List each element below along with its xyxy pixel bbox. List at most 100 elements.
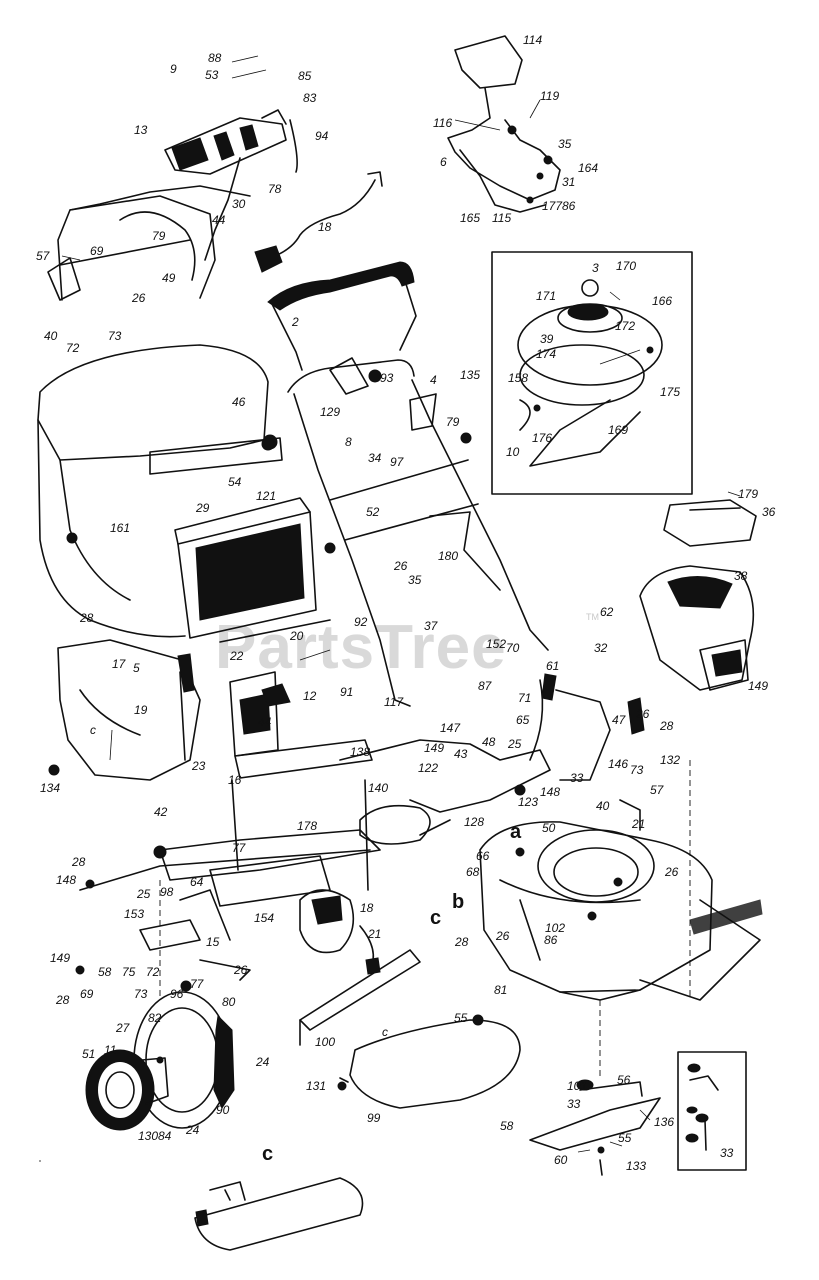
- callout: 179: [738, 487, 758, 501]
- callout: 165: [460, 211, 480, 225]
- callout: 52: [366, 505, 380, 519]
- callout: 180: [438, 549, 458, 563]
- callout: 101: [567, 1079, 587, 1093]
- callout: 73: [108, 329, 122, 343]
- callout: 23: [191, 759, 206, 773]
- callout: 58: [500, 1119, 514, 1133]
- handle-frame: [262, 261, 549, 707]
- callout: 149: [424, 741, 444, 755]
- callout: 147: [440, 721, 461, 735]
- callout: 40: [596, 799, 610, 813]
- callout: 24: [185, 1123, 200, 1137]
- callout: 10: [506, 445, 520, 459]
- callout: 55: [454, 1011, 468, 1025]
- callout: 100: [315, 1035, 335, 1049]
- letter-marker: a: [510, 821, 522, 843]
- watermark-tm: TM: [586, 612, 599, 622]
- callout: 88: [208, 51, 222, 65]
- rear-axle-assembly: [339, 673, 645, 845]
- callout: 72: [146, 965, 160, 979]
- callout: 22: [229, 649, 244, 663]
- blade-adapter-inset: [491, 251, 693, 495]
- callout: 91: [340, 685, 353, 699]
- callout: 135: [460, 368, 480, 382]
- rear-shield: [337, 1014, 521, 1109]
- callout: 83: [303, 91, 317, 105]
- callout: 93: [380, 371, 394, 385]
- callout: 57: [36, 249, 51, 263]
- callout: 119: [540, 89, 559, 103]
- illustration: [37, 35, 763, 1251]
- callout: 44: [258, 715, 272, 729]
- callout: 170: [616, 259, 636, 273]
- front-axle: [75, 829, 381, 1000]
- callout: 115: [492, 211, 511, 225]
- callout: 175: [660, 385, 680, 399]
- callout: 18: [360, 901, 374, 915]
- callout: 164: [578, 161, 598, 175]
- callout: 131: [306, 1079, 326, 1093]
- callout: 25: [136, 887, 151, 901]
- callout: 86: [562, 199, 576, 213]
- callout: 26: [393, 559, 408, 573]
- watermark: PartsTree: [215, 613, 507, 682]
- callout: 161: [110, 521, 130, 535]
- callout: 57: [650, 783, 665, 797]
- callout: 29: [195, 501, 210, 515]
- callout: 102: [545, 921, 565, 935]
- callout: 26: [233, 963, 248, 977]
- callout: 116: [433, 116, 452, 130]
- callout: 15: [206, 935, 220, 949]
- callout: 31: [562, 175, 575, 189]
- callout: 172: [615, 319, 635, 333]
- callout: 138: [350, 745, 370, 759]
- callout: 114: [523, 33, 542, 47]
- callout: 28: [659, 719, 674, 733]
- callout: 46: [232, 395, 246, 409]
- letter-marker: b: [452, 891, 464, 913]
- callout: 35: [558, 137, 572, 151]
- callout: 12: [303, 689, 317, 703]
- callout: 148: [56, 873, 76, 887]
- blade-control-cover: [447, 35, 561, 213]
- callout: 87: [478, 679, 493, 693]
- callout: 136: [654, 1115, 674, 1129]
- callout: 26: [635, 707, 650, 721]
- callout: 149: [748, 679, 768, 693]
- callout: 20: [289, 629, 304, 643]
- callout: 8: [345, 435, 352, 449]
- callout: 77: [232, 841, 247, 855]
- callout: 55: [618, 1131, 632, 1145]
- callout: 37: [424, 619, 439, 633]
- letter-marker: c: [90, 723, 96, 737]
- callout: 35: [408, 573, 422, 587]
- callout: 64: [190, 875, 204, 889]
- callout: 79: [446, 415, 460, 429]
- callout: 5: [133, 661, 140, 675]
- callout: 133: [626, 1159, 646, 1173]
- callout: 26: [664, 865, 679, 879]
- callout: 42: [154, 805, 168, 819]
- callout: 49: [162, 271, 176, 285]
- callout: 16: [228, 773, 242, 787]
- callout: 92: [354, 615, 368, 629]
- callout: 54: [228, 475, 242, 489]
- callout: 9: [170, 62, 177, 76]
- callout: 80: [222, 995, 236, 1009]
- callout: 60: [554, 1153, 568, 1167]
- callout: 50: [542, 821, 556, 835]
- callout: 70: [506, 641, 520, 655]
- callout: 117: [384, 695, 404, 709]
- callout: 13: [134, 123, 148, 137]
- callout: 33: [567, 1097, 581, 1111]
- callout: 19: [134, 703, 148, 717]
- callout: 26: [495, 929, 510, 943]
- callout: 33: [720, 1146, 734, 1160]
- callout: 11: [104, 1043, 116, 1057]
- engine: [639, 499, 757, 691]
- callout: 123: [518, 795, 538, 809]
- blade-hardware-inset: [677, 1051, 747, 1171]
- callout: 153: [124, 907, 144, 921]
- callout: 3: [592, 261, 599, 275]
- callout: 68: [466, 865, 480, 879]
